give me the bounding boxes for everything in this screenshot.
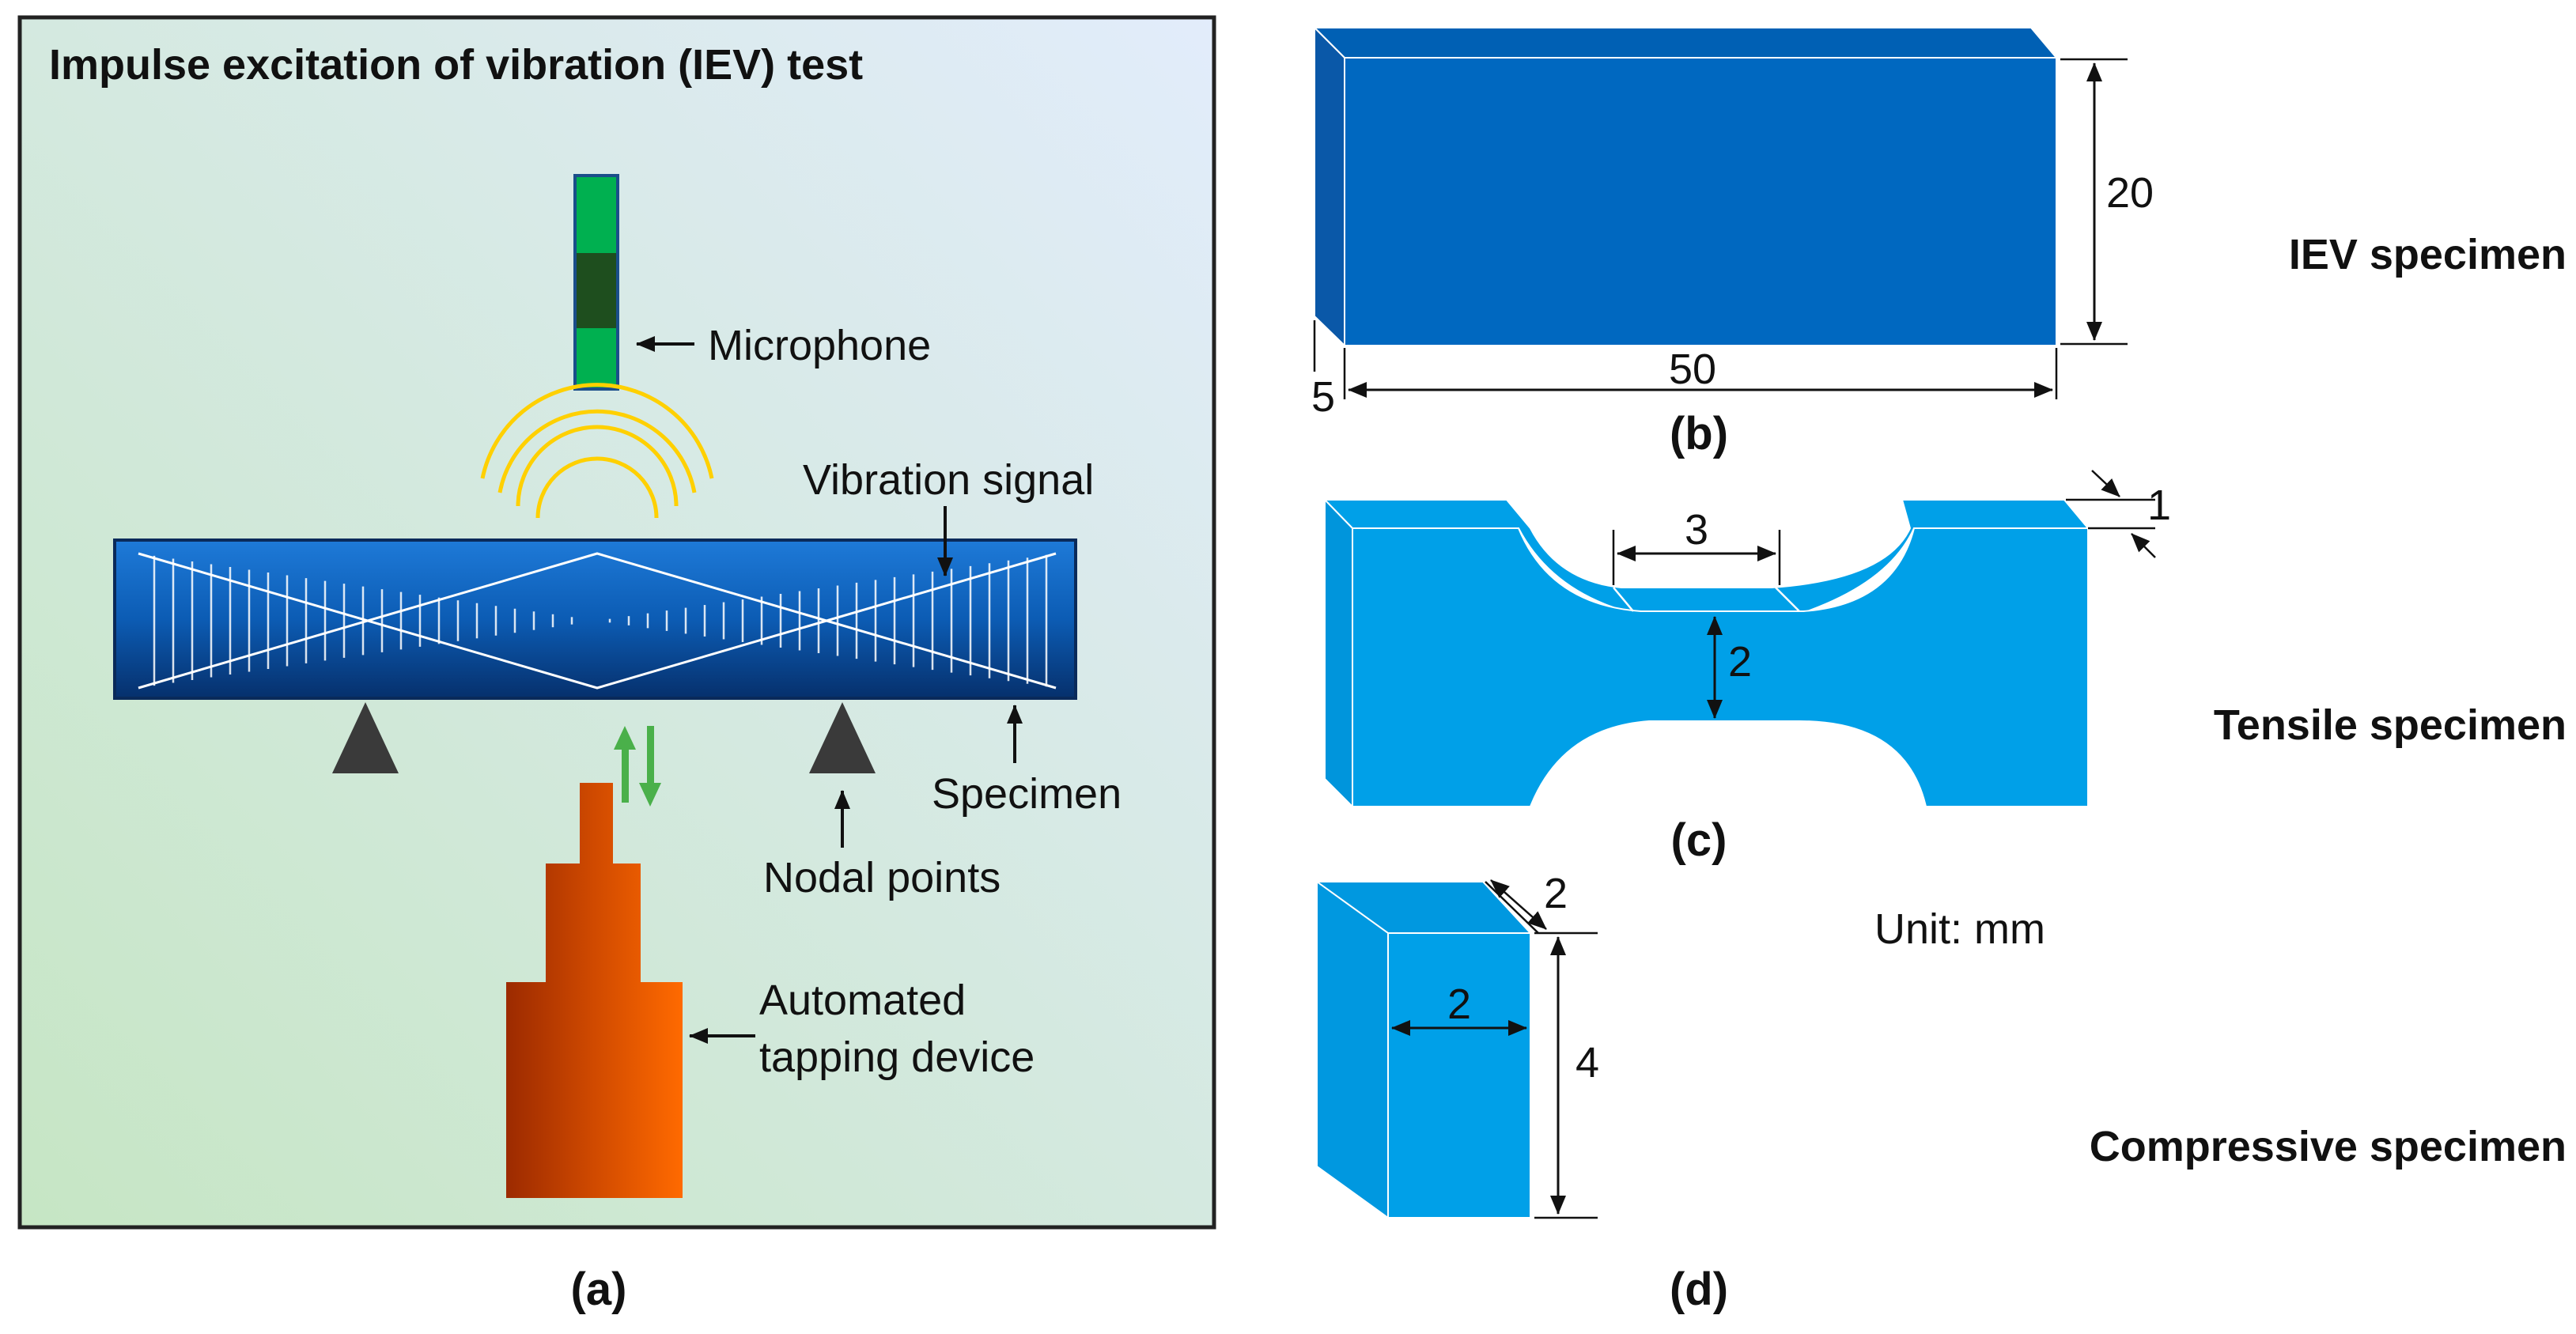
iev-specimen-label: IEV specimen: [2289, 231, 2567, 278]
gauge-edge: [1775, 587, 1800, 612]
tensile-thickness-arrow-bottom: [2131, 533, 2156, 558]
iev-block-top: [1312, 27, 2059, 59]
iev-block-side: [1314, 25, 1345, 348]
nodal-support-right: [809, 702, 876, 773]
iev-height-value: 20: [2106, 169, 2154, 217]
panel-d: 2 2 4 Unit: mm (d) Compressive specimen: [1314, 870, 2567, 1315]
vibration-mode-shape: [138, 552, 1057, 690]
specimen-label: Specimen: [932, 770, 1122, 818]
compressive-height-value: 4: [1575, 1039, 1599, 1086]
iev-block-front: [1344, 57, 2057, 346]
panel-b-caption: (b): [1670, 408, 1728, 459]
tapping-device-label-line1: Automated: [759, 977, 966, 1024]
panel-c: 3 2 1 (c) Tensile specimen: [1322, 470, 2567, 866]
compressive-depth-dimension: [1490, 879, 1547, 930]
iev-length-value: 50: [1669, 346, 1716, 393]
gauge-width-value: 2: [1728, 638, 1752, 686]
gauge-edge: [1613, 587, 1634, 612]
compressive-width-value: 2: [1447, 981, 1471, 1028]
panel-b: 20 50 5 (b) IEV specimen: [1311, 25, 2567, 459]
panel-a-caption: (a): [571, 1264, 627, 1315]
tensile-front-face: [1352, 527, 2089, 807]
panel-d-caption: (d): [1670, 1264, 1728, 1315]
unit-label: Unit: mm: [1874, 905, 2045, 953]
iev-thickness-value: 5: [1311, 373, 1335, 421]
compressive-side-face: [1316, 880, 1389, 1219]
nodal-points-label: Nodal points: [763, 854, 1001, 901]
panel-a-title: Impulse excitation of vibration (IEV) te…: [49, 41, 863, 89]
beam-specimen: [113, 539, 1077, 700]
tensile-specimen-label: Tensile specimen: [2214, 701, 2567, 749]
microphone-icon: [573, 174, 619, 391]
tensile-thickness-arrow-top: [2091, 470, 2120, 497]
tensile-side-face: [1324, 497, 1353, 809]
microphone-label: Microphone: [708, 322, 931, 369]
nodal-support-left: [332, 702, 399, 773]
sound-wave-icon: [480, 383, 714, 519]
panel-c-caption: (c): [1671, 814, 1727, 866]
panel-a: Impulse excitation of vibration (IEV) te…: [17, 15, 1216, 1315]
compressive-specimen-label: Compressive specimen: [2090, 1123, 2567, 1170]
vibration-signal-label: Vibration signal: [803, 456, 1094, 504]
tapping-device: [506, 783, 683, 1198]
compressive-depth-value: 2: [1544, 870, 1568, 917]
tap-motion-icon: [614, 726, 661, 807]
tapping-device-label-line2: tapping device: [759, 1034, 1035, 1081]
compressive-front-face: [1387, 932, 1531, 1219]
tensile-thickness-value: 1: [2147, 482, 2171, 529]
gauge-length-value: 3: [1685, 506, 1708, 554]
